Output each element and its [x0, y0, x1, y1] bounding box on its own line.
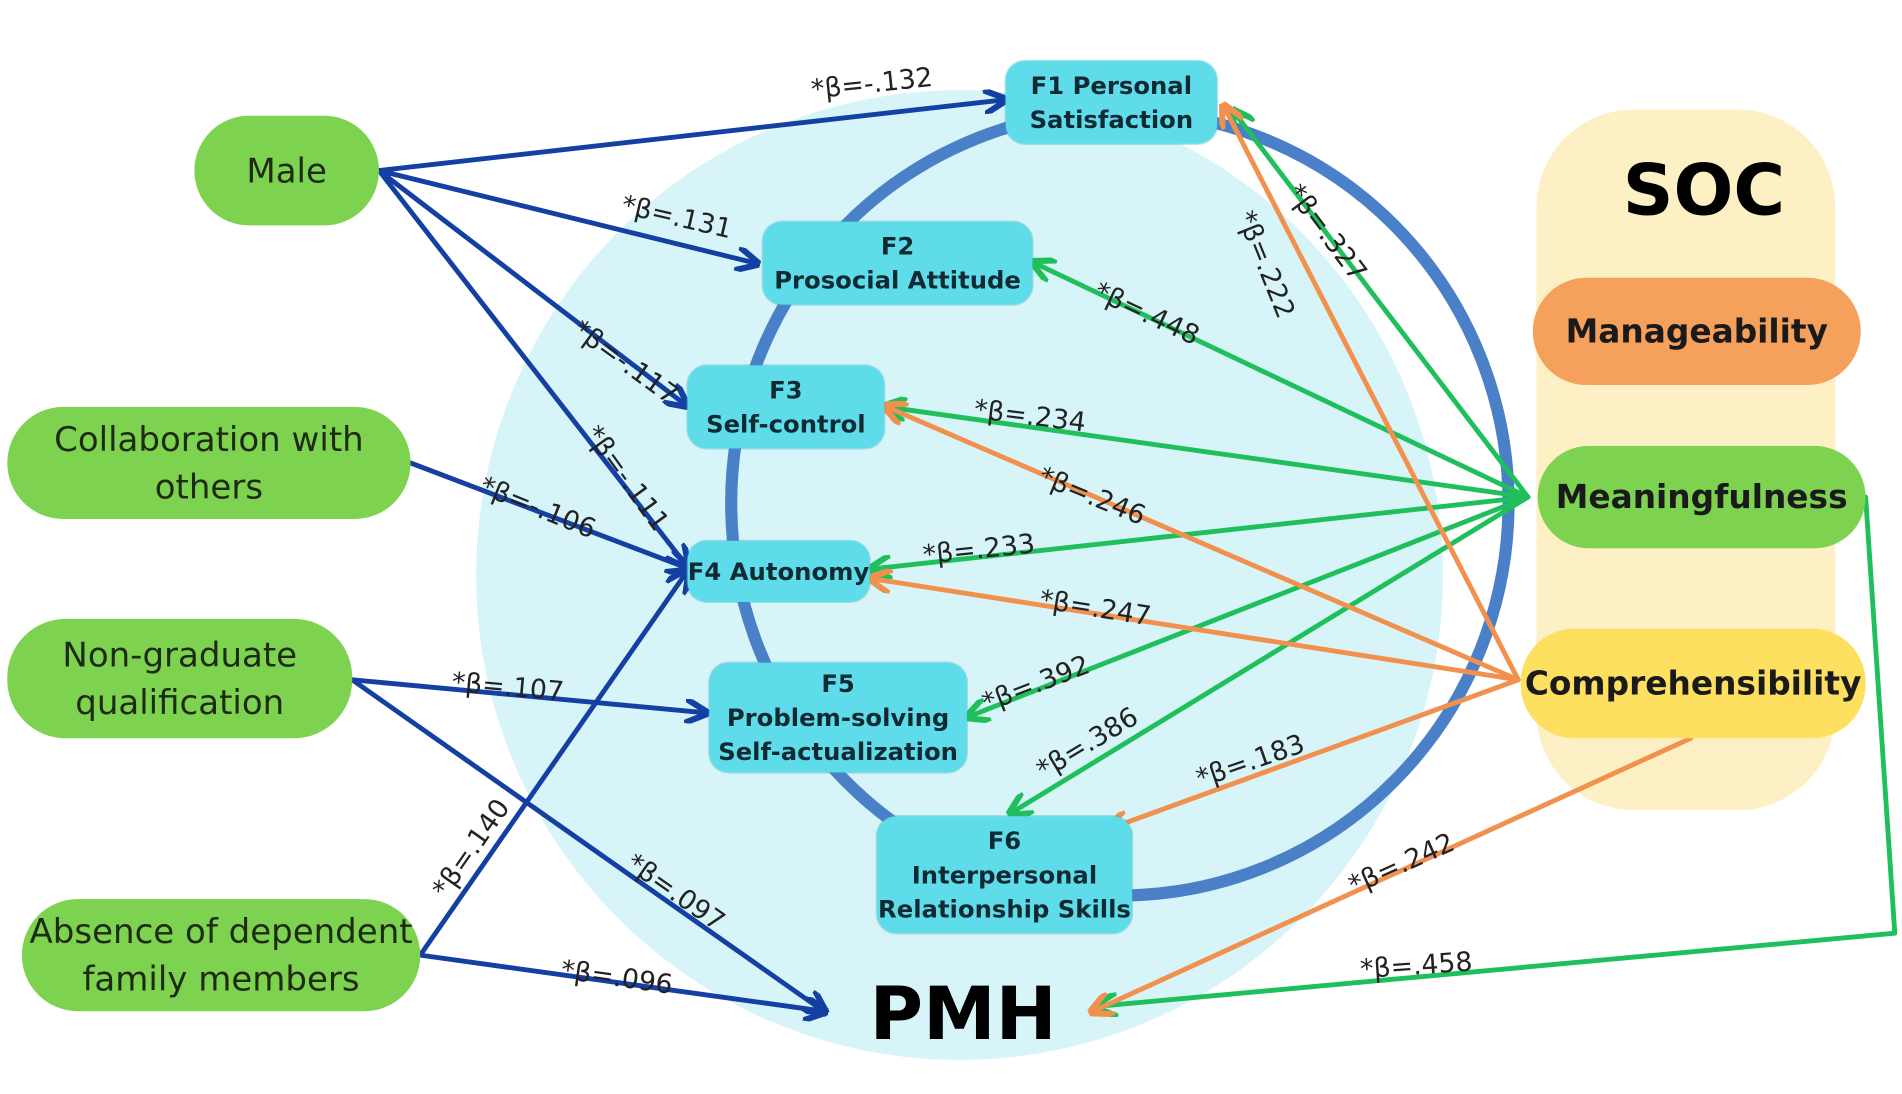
factor-f6-line-2: Interpersonal — [911, 860, 1098, 890]
factor-f6-line-1: F6 — [987, 826, 1022, 856]
arrow-comp-f1 — [1224, 107, 1521, 683]
arrow-comp-f6 — [1110, 677, 1521, 829]
predictor-collaboration-line-2: others — [154, 466, 264, 507]
arrow-male-f3 — [376, 168, 685, 405]
arrow-mean-pmh — [1098, 494, 1898, 1006]
soc-comprehensibility-label: Comprehensibility — [1524, 664, 1862, 703]
predictor-absence-dependents: Absence of dependent family members — [21, 899, 421, 1012]
factor-f2-line-2: Prosocial Attitude — [774, 265, 1021, 295]
factor-f6-line-3: Relationship Skills — [878, 894, 1131, 924]
factor-f5-problem-solving: F5 Problem-solving Self-actualization — [709, 662, 967, 773]
arrow-comp-f3 — [887, 407, 1521, 683]
factor-f4-autonomy: F4 Autonomy — [687, 540, 870, 602]
predictor-male: Male — [194, 115, 379, 226]
soc-manageability: Manageability — [1532, 277, 1861, 385]
soc-manageability-label: Manageability — [1565, 312, 1828, 351]
arrow-mean-f5 — [969, 494, 1531, 716]
arrow-mean-f2 — [1035, 263, 1531, 500]
predictor-collaboration: Collaboration with others — [7, 406, 411, 519]
soc-meaningfulness-label: Meaningfulness — [1555, 478, 1848, 516]
factor-f2-prosocial-attitude: F2 Prosocial Attitude — [762, 221, 1033, 305]
arrow-mean-f4 — [872, 494, 1531, 569]
arrow-comp-f4 — [872, 579, 1521, 683]
predictor-non-graduate-line-1: Non-graduate — [62, 634, 298, 675]
arrow-collab-f4 — [408, 460, 687, 568]
predictor-male-label: Male — [246, 150, 327, 191]
predictor-absence-line-2: family members — [82, 958, 360, 1000]
soc-comprehensibility: Comprehensibility — [1520, 628, 1866, 739]
factor-f2-line-1: F2 — [880, 231, 915, 261]
factor-f3-line-1: F3 — [769, 375, 803, 405]
arrow-nongrad-pmh — [349, 677, 823, 1011]
arrow-comp-pmh — [1093, 735, 1694, 1011]
predictor-collaboration-line-1: Collaboration with — [54, 419, 364, 460]
arrow-absence-f4 — [417, 573, 686, 958]
pmh-circle — [476, 90, 1443, 1060]
arrow-mean-f1 — [1234, 112, 1531, 500]
soc-meaningfulness: Meaningfulness — [1537, 445, 1866, 549]
factor-f4-label: F4 Autonomy — [687, 556, 870, 587]
factor-f5-line-3: Self-actualization — [718, 737, 958, 767]
pmh-label: PMH — [869, 972, 1057, 1058]
arrow-mean-f3 — [887, 407, 1531, 500]
factor-f3-line-2: Self-control — [706, 409, 866, 439]
factor-f5-line-1: F5 — [821, 668, 855, 699]
predictor-absence-line-1: Absence of dependent — [29, 911, 413, 952]
factor-f1-line-2: Satisfaction — [1029, 104, 1194, 135]
factor-f1-personal-satisfaction: F1 Personal Satisfaction — [1005, 60, 1218, 144]
predictor-non-graduate: Non-graduate qualification — [7, 618, 353, 739]
arrow-mean-f6 — [1012, 494, 1531, 813]
arrow-male-f2 — [376, 168, 756, 264]
arrow-male-f1 — [376, 100, 1003, 173]
factor-f5-line-2: Problem-solving — [726, 702, 950, 733]
arrow-male-f4 — [376, 168, 686, 566]
factor-f6-interpersonal-skills: F6 Interpersonal Relationship Skills — [876, 816, 1133, 934]
arrow-nongrad-f5 — [349, 677, 704, 713]
factor-f3-self-control: F3 Self-control — [687, 365, 885, 449]
factor-f1-line-1: F1 Personal — [1030, 70, 1193, 100]
predictor-non-graduate-line-2: qualification — [75, 682, 285, 723]
soc-title: SOC — [1622, 148, 1786, 232]
arrow-absence-pmh — [417, 952, 823, 1011]
